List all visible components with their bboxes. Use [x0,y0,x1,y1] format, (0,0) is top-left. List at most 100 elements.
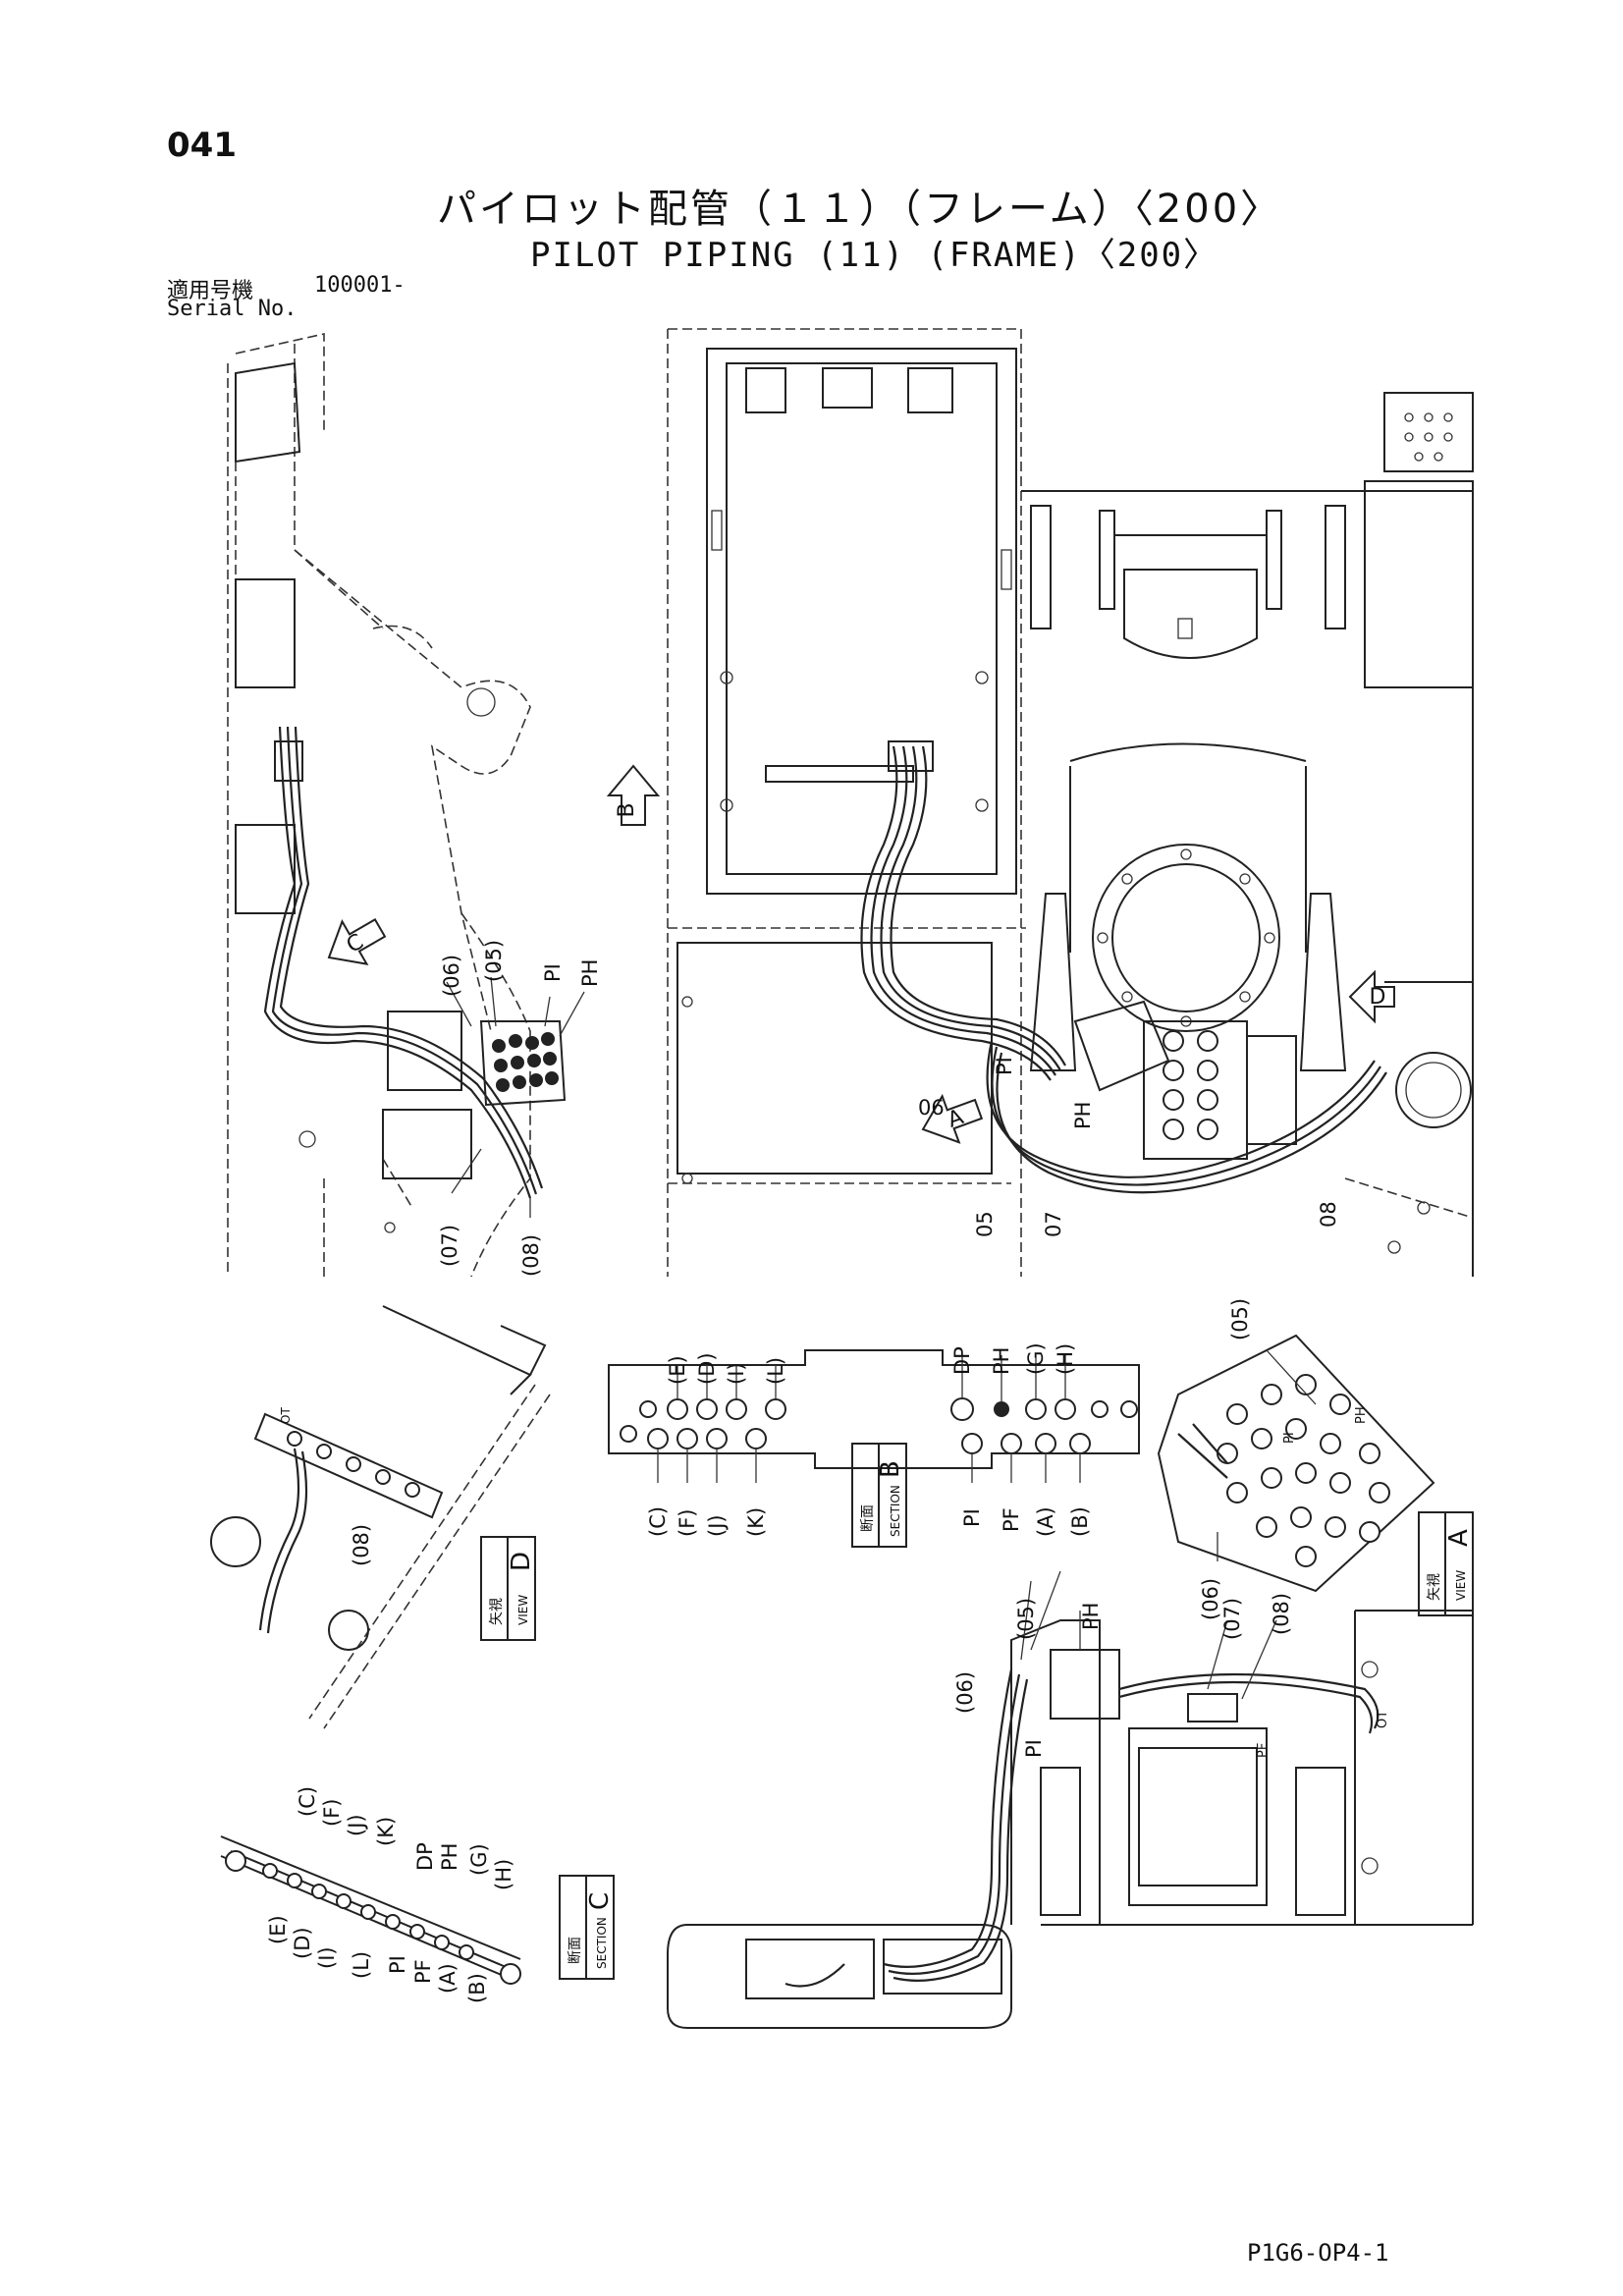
svg-text:PI: PI [1022,1739,1046,1758]
svg-text:SECTION: SECTION [595,1917,609,1969]
svg-text:OT: OT [279,1407,293,1424]
svg-text:D: D [507,1552,536,1571]
port-pi-left: PI [541,963,565,982]
hose-clamp [274,740,303,782]
svg-text:(A): (A) [1034,1506,1057,1537]
document-code: P1G6-OP4-1 [1247,2239,1389,2267]
svg-text:PH: PH [1354,1406,1369,1424]
svg-text:(08): (08) [350,1524,373,1566]
svg-text:(B): (B) [1068,1506,1092,1537]
svg-text:C: C [585,1892,615,1910]
control-valve-bank [1143,1020,1248,1160]
swing-bearing [1092,844,1280,1032]
serial-number-value: 100001- [314,273,406,298]
svg-text:(08): (08) [1270,1593,1293,1635]
svg-text:PI: PI [386,1955,409,1974]
svg-text:PF: PF [411,1959,435,1984]
svg-text:(J): (J) [705,1514,729,1537]
svg-text:矢視: 矢視 [1427,1573,1442,1601]
svg-text:(J): (J) [345,1814,368,1836]
svg-text:OT: OT [1376,1711,1390,1728]
svg-text:SECTION: SECTION [889,1485,902,1537]
svg-text:(H): (H) [1054,1343,1077,1375]
svg-text:DP: DP [950,1346,974,1375]
callout-05-left: (05) [482,940,506,982]
svg-text:(G): (G) [1024,1342,1048,1375]
svg-text:B: B [615,802,639,817]
svg-text:矢視: 矢視 [489,1598,505,1625]
svg-text:PF: PF [1000,1507,1023,1532]
view-arrow-b: B [606,764,661,826]
svg-text:(H): (H) [492,1859,515,1890]
svg-text:DP: DP [413,1842,437,1871]
svg-text:(05): (05) [1014,1598,1038,1640]
serial-label-japanese: 適用号機 [167,279,254,303]
section-b-detail: (E) (D) (I) (L) DP PH (G) (H) (C) (F) (J… [608,1342,1140,1548]
svg-text:断面: 断面 [568,1937,583,1964]
svg-text:(06): (06) [1199,1578,1222,1620]
svg-text:C: C [343,930,368,958]
svg-text:PI: PI [1282,1432,1297,1444]
svg-text:(B): (B) [465,1973,489,2003]
svg-text:(06): (06) [953,1671,977,1714]
pilot-valve-block [479,1020,567,1107]
svg-text:(K): (K) [374,1817,398,1846]
port-pi-center: PI [993,1057,1016,1075]
svg-text:(I): (I) [315,1946,339,1969]
swing-frame-view: D [1021,392,1474,1277]
svg-text:(E): (E) [666,1355,689,1385]
callout-06-left: (06) [440,955,463,997]
svg-text:PH: PH [990,1347,1013,1375]
svg-text:PH: PH [1079,1603,1103,1630]
control-valve-spools [1163,1030,1218,1140]
svg-text:(L): (L) [350,1951,373,1979]
svg-text:(C): (C) [296,1786,319,1817]
callout-07-left: (07) [438,1225,461,1267]
port-ph-left: PH [578,959,602,987]
valve-port-cluster [492,1032,559,1092]
pilot-valve-bottom [1050,1649,1120,1720]
svg-text:VIEW: VIEW [516,1595,530,1625]
svg-text:(E): (E) [266,1915,290,1944]
view-d-detail: OT (08) 矢視 VIEW D [210,1305,551,1729]
svg-text:A: A [945,1105,967,1133]
page-number: 041 [167,126,237,165]
svg-text:(D): (D) [291,1927,314,1959]
callout-05-center: 05 [973,1211,997,1237]
svg-text:PF: PF [1256,1743,1271,1758]
svg-text:(G): (G) [467,1843,491,1876]
center-top-view: B A [606,328,1387,1277]
section-c-detail: (C) (F) (J) (K) DP PH (G) (H) (E) (D) (I… [220,1786,615,2003]
view-arrow-d: D [1348,969,1395,1024]
svg-text:D: D [1370,985,1386,1010]
title-english: PILOT PIPING (11) (FRAME)〈200〉 [530,236,1219,275]
bearing-bolts [1097,848,1275,1027]
svg-text:PH: PH [438,1843,461,1871]
svg-text:B: B [876,1460,905,1478]
svg-text:(L): (L) [764,1357,787,1385]
svg-text:VIEW: VIEW [1454,1570,1468,1601]
svg-text:(A): (A) [436,1963,460,1994]
svg-text:(05): (05) [1228,1298,1252,1340]
svg-text:(K): (K) [744,1507,768,1537]
callout-08-center: 08 [1317,1201,1340,1228]
svg-text:(I): (I) [725,1362,748,1385]
svg-text:(D): (D) [695,1352,719,1385]
frame-hole [466,687,496,717]
callout-08-left: (08) [519,1234,543,1277]
port-ph-center: PH [1071,1102,1095,1129]
svg-text:(F): (F) [320,1799,344,1827]
serial-label-english: Serial No. [167,297,298,321]
svg-text:PI: PI [960,1508,984,1527]
callout-06-center: 06 [918,1096,945,1120]
left-frame-view: C [227,333,585,1278]
svg-text:A: A [1444,1529,1474,1547]
view-arrow-c: C [327,917,387,965]
callout-07-center: 07 [1042,1211,1065,1237]
bottom-frame-view: (05) (06) (07) (08) PH PI PF OT [667,1570,1474,2029]
hose-bundle-clamp [888,740,934,772]
pilot-valve [1073,1000,1170,1092]
view-a-detail: (05) (06) PI PH 矢視 VIEW A [1157,1298,1474,1620]
svg-text:(F): (F) [676,1509,699,1537]
